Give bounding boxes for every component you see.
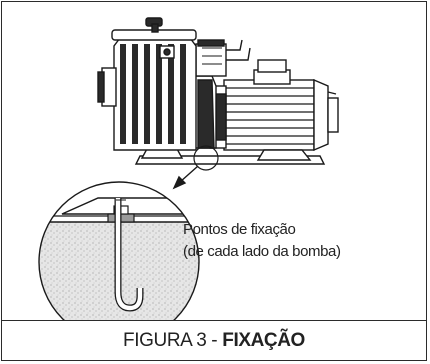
- pump-fixation-illustration: [38, 17, 339, 320]
- figure-number: FIGURA 3 -: [123, 330, 218, 351]
- caption-divider: [2, 320, 426, 321]
- fixing-points-detail: (de cada lado da bomba): [183, 243, 341, 260]
- pointer-arrow: [172, 165, 199, 190]
- figure-frame: Pontos de fixação (de cada lado da bomba…: [1, 1, 427, 361]
- anchor-bolt-detail: [38, 181, 200, 320]
- fixing-points-note: Pontos de fixação (de cada lado da bomba…: [183, 219, 413, 263]
- pump-drawing: [97, 17, 339, 171]
- figure-title: FIXAÇÃO: [222, 330, 305, 351]
- fixing-points-label: Pontos de fixação: [183, 221, 296, 238]
- figure-caption: FIGURA 3 - FIXAÇÃO: [2, 321, 426, 361]
